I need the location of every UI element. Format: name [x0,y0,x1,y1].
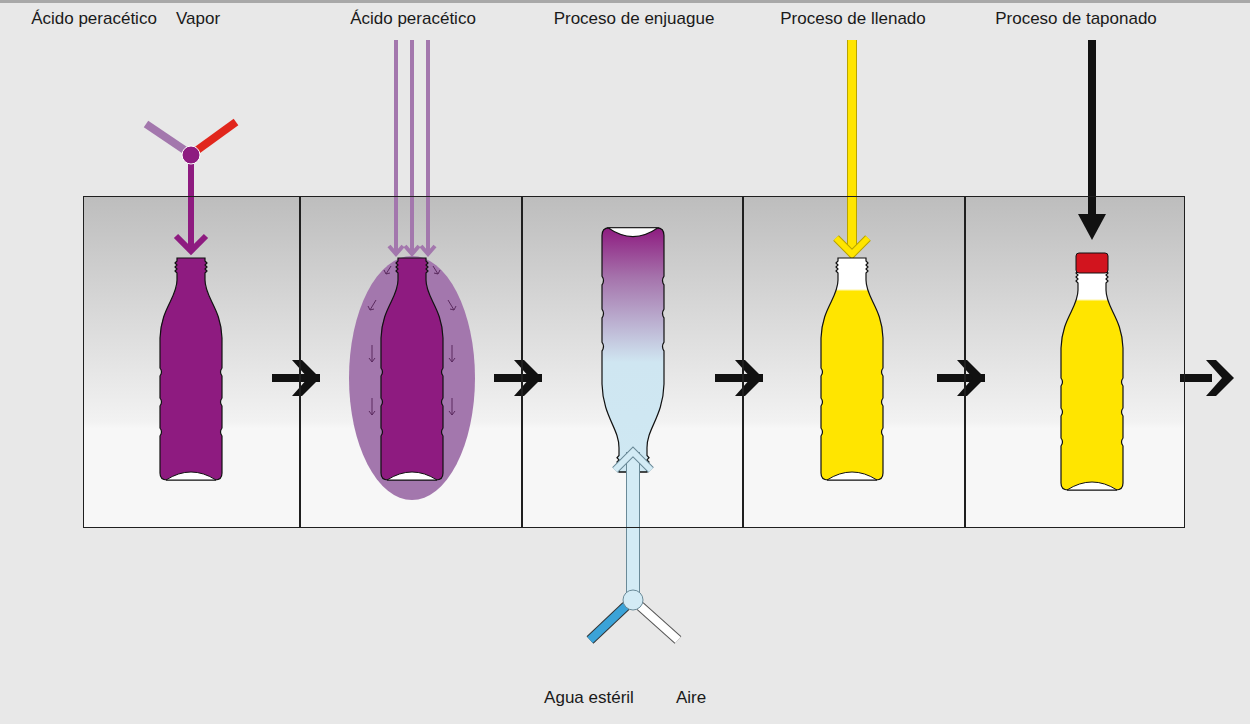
flow-arrows [368,266,456,415]
acid-spray-nozzles [389,40,435,254]
step-label: Ácido peracético [350,9,476,29]
flow-arrow [715,374,763,382]
flow-arrow [937,374,985,382]
filled-bottle [1061,268,1123,490]
bottle [381,258,443,480]
filling-nozzle [836,40,868,254]
bottle-cap [1076,253,1108,273]
input-label: Aire [676,688,706,708]
step-label: Proceso de enjuague [554,9,715,29]
input-label: Agua estéril [544,688,634,708]
rinse-injector [590,452,678,640]
steam-acid-injector [146,122,236,251]
station-panel: Proceso de taponado [965,196,1185,528]
station-panel: Ácido peracéticoVapor [83,196,300,528]
capping-head [1078,40,1106,240]
flow-arrow [494,374,542,382]
bottle [160,258,222,480]
top-rule [0,0,1250,3]
station-panel: Proceso de enjuagueAgua estérilAire [522,196,743,528]
flow-arrow [272,374,320,382]
station-panel: Ácido peracético [300,196,522,528]
input-label: Vapor [176,9,220,29]
step-label: Proceso de taponado [995,9,1157,29]
inverted-bottle [602,228,664,472]
spray-cloud [349,256,475,500]
outflow-arrow [1180,360,1234,396]
station-panel: Proceso de llenado [743,196,965,528]
filled-bottle [821,258,883,480]
step-label: Ácido peracético [31,9,157,29]
step-label: Proceso de llenado [780,9,926,29]
